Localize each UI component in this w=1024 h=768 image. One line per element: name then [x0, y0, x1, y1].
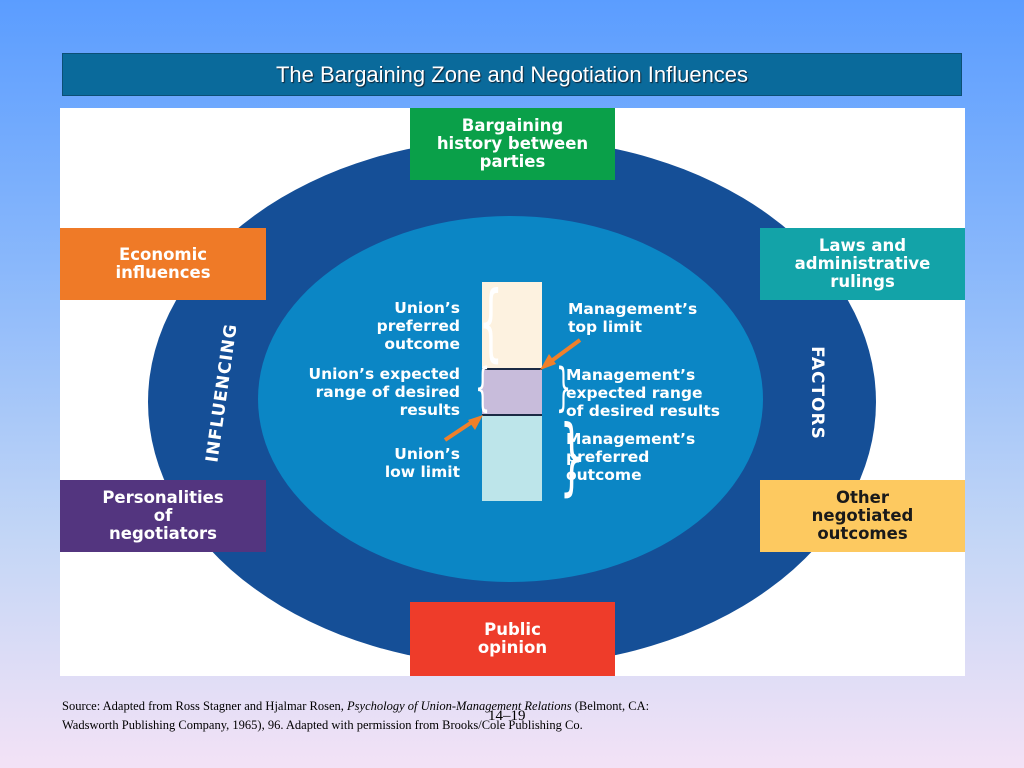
slide-title: The Bargaining Zone and Negotiation Infl…	[275, 61, 749, 87]
label-management-preferred: Management’s preferred outcome	[566, 430, 696, 484]
bar-expected-overlap	[482, 368, 542, 416]
label-management-top-limit: Management’s top limit	[568, 300, 698, 336]
brace-management-expected: }	[556, 358, 571, 418]
box-public-opinion: Public opinion	[410, 602, 615, 676]
box-bargaining-history: Bargaining history between parties	[410, 108, 615, 180]
box-personalities-label: Personalities of negotiators	[102, 488, 224, 543]
label-union-preferred: Union’s preferred outcome	[376, 299, 460, 353]
bargaining-zone-diagram: Bargaining history between parties Econo…	[60, 108, 965, 676]
source-suffix: (Belmont, CA: Wadsworth Publishing Compa…	[62, 699, 650, 732]
label-management-expected: Management’s expected range of desired r…	[566, 366, 720, 420]
label-union-low-limit: Union’s low limit	[384, 445, 460, 481]
box-other-outcomes-label: Other negotiated outcomes	[811, 488, 914, 543]
source-citation: Source: Adapted from Ross Stagner and Hj…	[62, 697, 702, 735]
box-laws-rulings-label: Laws and administrative rulings	[794, 236, 931, 291]
bar-management-preferred	[482, 416, 542, 501]
box-laws-rulings: Laws and administrative rulings	[760, 228, 965, 300]
box-bargaining-history-label: Bargaining history between parties	[436, 116, 589, 171]
box-economic-influences: Economic influences	[60, 228, 266, 300]
brace-management-preferred: }	[559, 407, 584, 505]
box-other-outcomes: Other negotiated outcomes	[760, 480, 965, 552]
bar-union-preferred	[482, 282, 542, 368]
source-prefix: Source: Adapted from Ross Stagner and Hj…	[62, 699, 348, 713]
box-personalities: Personalities of negotiators	[60, 480, 266, 552]
ring-label-factors: FACTORS	[806, 346, 827, 440]
brace-union-preferred: {	[478, 273, 503, 371]
brace-union-expected: {	[475, 358, 490, 418]
box-public-opinion-label: Public opinion	[477, 620, 548, 657]
title-bar: The Bargaining Zone and Negotiation Infl…	[62, 53, 962, 96]
source-book-title: Psychology of Union-Management Relations	[347, 699, 572, 713]
box-economic-influences-label: Economic influences	[115, 245, 211, 282]
label-union-expected: Union’s expected range of desired result…	[308, 365, 460, 419]
slide-number: 14–19	[488, 708, 526, 724]
